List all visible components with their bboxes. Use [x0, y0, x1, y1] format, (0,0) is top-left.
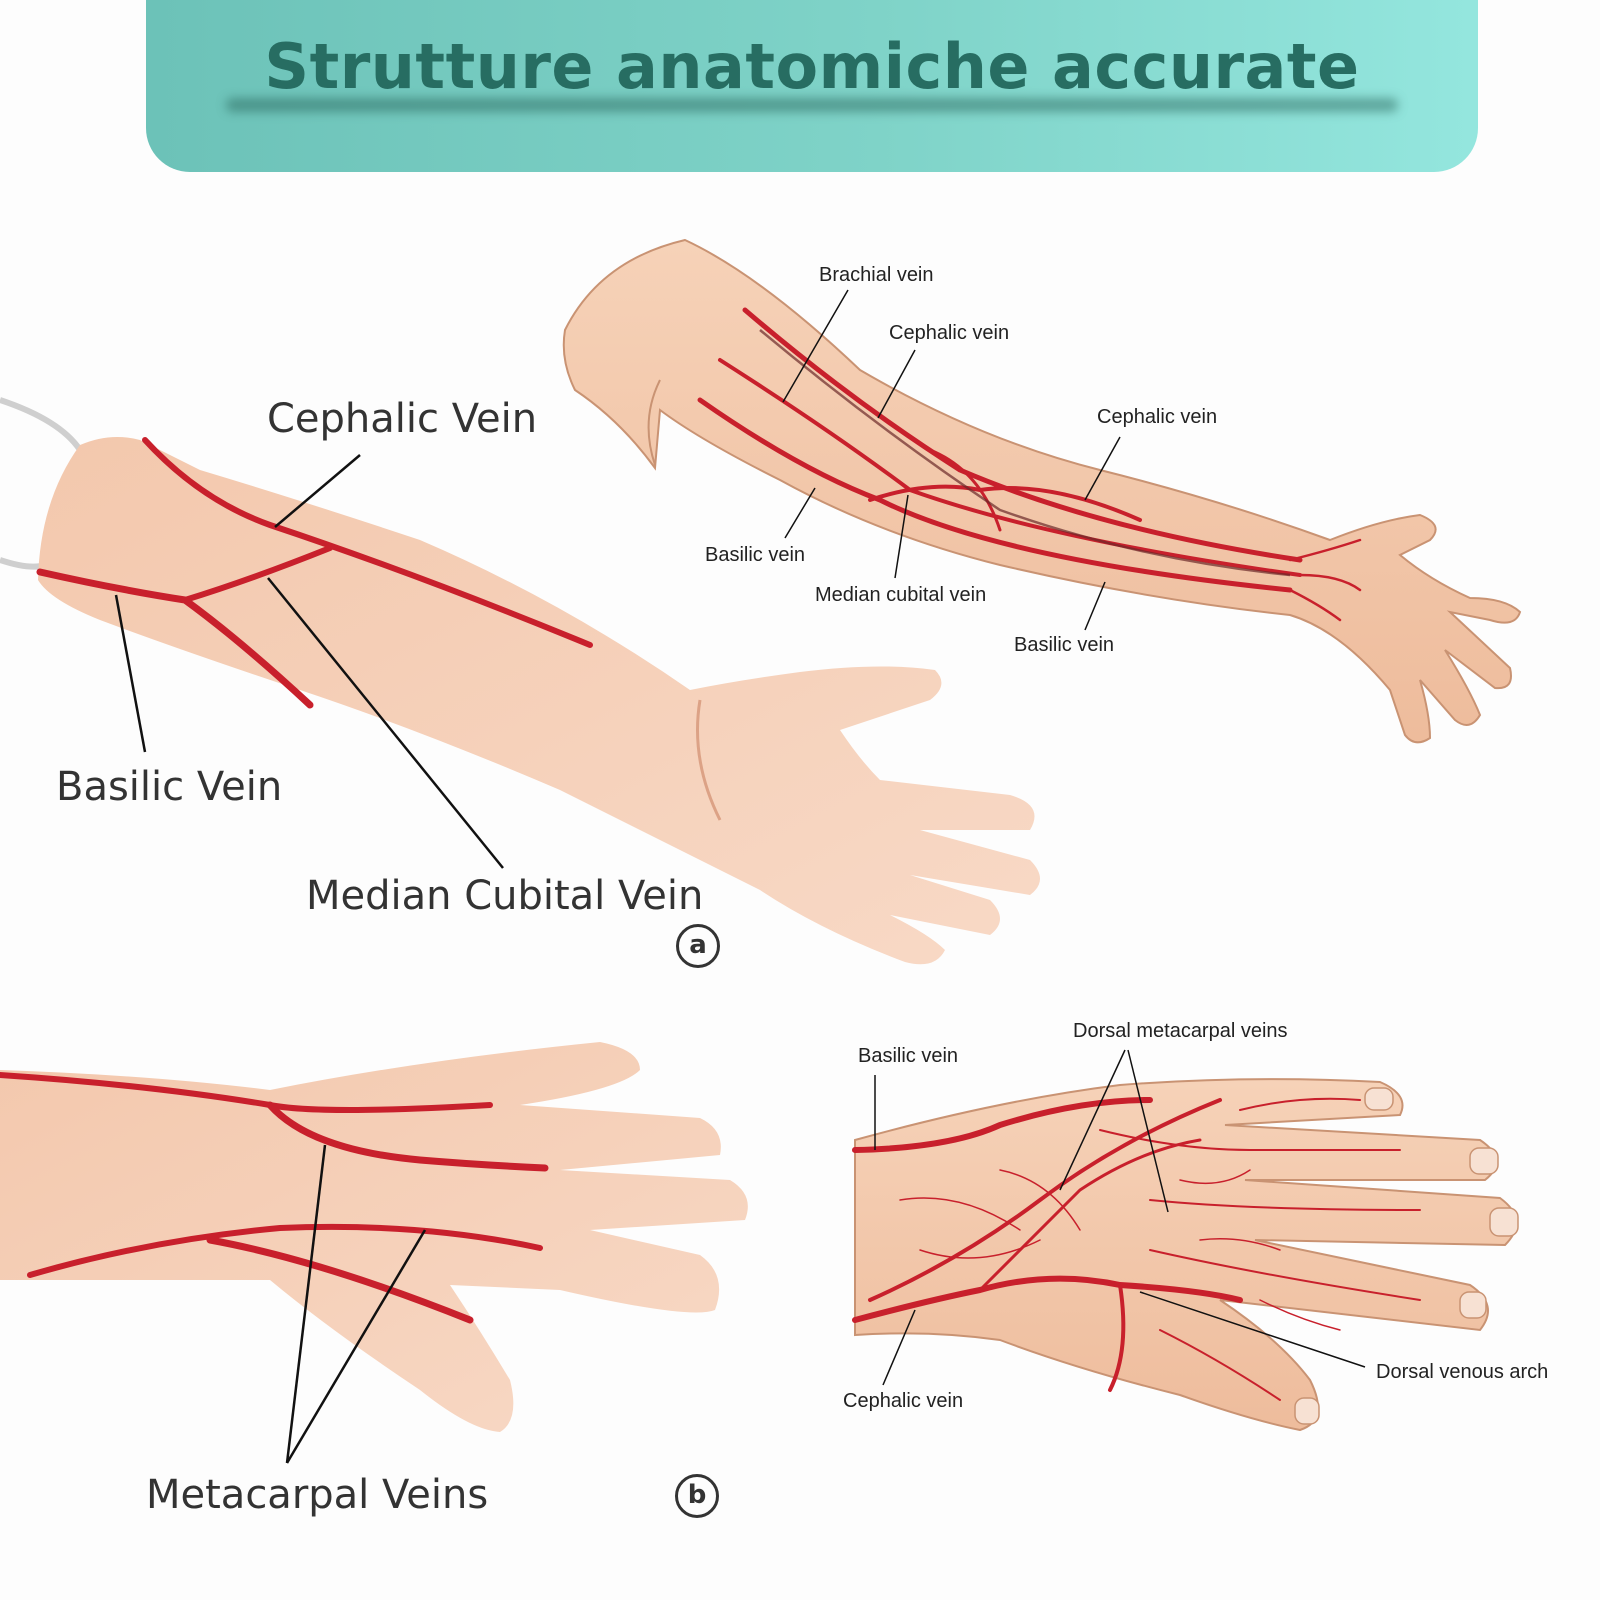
panel-b-badge: b — [675, 1474, 719, 1518]
hand-diagram-fingernails — [1294, 1087, 1519, 1425]
diag-label-dorsal-metacarpal: Dorsal metacarpal veins — [1073, 1020, 1288, 1042]
hand-diagram-veins — [852, 1097, 1421, 1401]
hand-model — [0, 1042, 748, 1464]
forearm-shape — [38, 436, 1040, 965]
hand-diagram — [852, 1049, 1519, 1432]
title-banner: Strutture anatomiche accurate — [146, 0, 1478, 172]
brachial-artery-shade — [759, 329, 1291, 577]
diag-label-cephalic-hand: Cephalic vein — [843, 1390, 964, 1412]
arm-diagram — [562, 238, 1522, 744]
arm-axilla — [647, 379, 661, 466]
hand-shape — [0, 1042, 748, 1432]
vein-median-cubital — [182, 545, 333, 603]
diag-label-basilic-lower: Basilic vein — [1014, 634, 1115, 656]
arm-diagram-veins — [697, 307, 1362, 622]
diag-label-brachial: Brachial vein — [819, 264, 934, 286]
page-title: Strutture anatomiche accurate — [264, 30, 1360, 103]
hand-veins — [0, 1072, 549, 1324]
forearm-model — [0, 397, 1040, 965]
label-basilic-vein: Basilic Vein — [56, 764, 283, 810]
hand-leader-lines — [285, 1144, 427, 1464]
diag-label-basilic-upper: Basilic vein — [705, 544, 806, 566]
vein-metacarpal-2 — [206, 1236, 474, 1324]
arm-diagram-leader-lines — [782, 289, 1121, 631]
forearm-leader-lines — [114, 454, 504, 869]
diag-label-cephalic-upper: Cephalic vein — [889, 322, 1010, 344]
diag-label-cephalic-lower: Cephalic vein — [1097, 406, 1218, 428]
vein-cephalic — [142, 437, 593, 648]
vein-dorsal-lower — [27, 1223, 543, 1278]
label-cephalic-vein: Cephalic Vein — [267, 396, 538, 442]
diag-label-dorsal-venous-arch: Dorsal venous arch — [1376, 1361, 1549, 1383]
diag-label-basilic-hand: Basilic vein — [858, 1045, 959, 1067]
panel-a-badge: a — [676, 924, 720, 968]
label-metacarpal-veins: Metacarpal Veins — [146, 1472, 489, 1518]
forearm-crease — [696, 699, 722, 821]
forearm-veins — [36, 437, 593, 709]
vein-metacarpal-1 — [266, 1101, 549, 1172]
label-median-cubital-vein: Median Cubital Vein — [306, 873, 704, 919]
title-shadow — [226, 98, 1398, 112]
hand-diagram-leader-lines — [874, 1049, 1366, 1386]
diag-label-median-cubital: Median cubital vein — [815, 584, 987, 606]
